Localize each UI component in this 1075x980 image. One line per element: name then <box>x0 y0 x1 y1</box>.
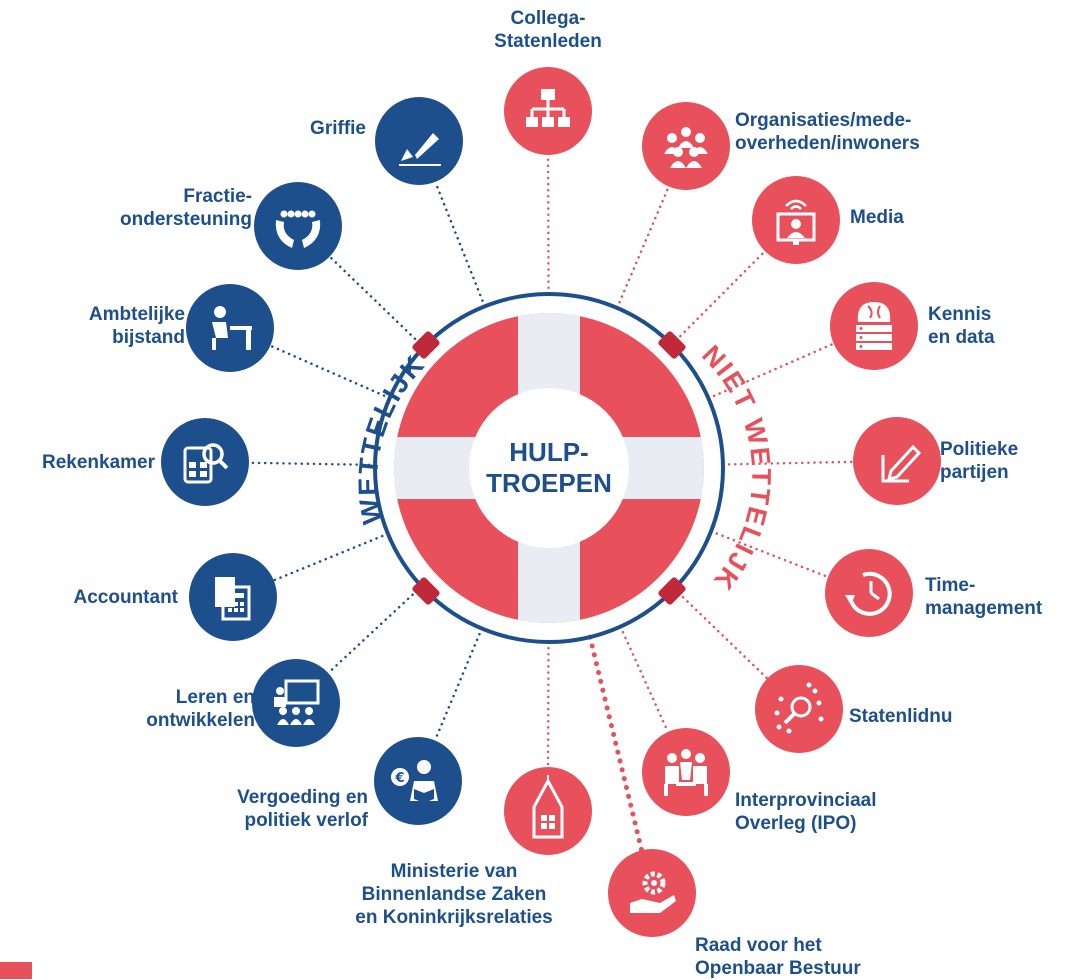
node-label-line: ondersteuning <box>120 208 252 231</box>
node-label-line: Interprovinciaal <box>735 789 877 812</box>
node-label-line: Ambtelijke <box>89 303 185 326</box>
node-label-line: Fractie- <box>120 185 252 208</box>
node-circle-griffie <box>375 97 463 185</box>
node-accountant <box>189 553 277 641</box>
node-label-line: Organisaties/mede- <box>735 109 920 132</box>
node-label-line: Vergoeding en <box>237 786 368 809</box>
node-label-line: partijen <box>940 461 1018 484</box>
node-label-statenlidnu: Statenlidnu <box>849 705 952 728</box>
node-label-time: Time-management <box>925 574 1042 620</box>
node-ipo <box>642 728 730 816</box>
node-label-line: bijstand <box>89 326 185 349</box>
node-rekenkamer <box>161 418 249 506</box>
node-label-line: Statenlidnu <box>849 705 952 728</box>
node-label-line: Accountant <box>74 586 179 609</box>
node-partijen <box>853 417 941 505</box>
node-label-rekenkamer: Rekenkamer <box>42 451 155 474</box>
node-label-line: Kennis <box>928 303 995 326</box>
node-label-fractie: Fractie-ondersteuning <box>120 185 252 231</box>
node-label-line: Time- <box>925 574 1042 597</box>
node-label-line: Leren en <box>146 686 255 709</box>
node-circle-partijen <box>853 417 941 505</box>
node-circle-time <box>825 549 913 637</box>
node-ambtelijk <box>186 284 274 372</box>
svg-text:€: € <box>394 771 404 786</box>
node-label-line: en data <box>928 326 995 349</box>
node-label-line: Collega- <box>398 7 698 30</box>
node-ministerie <box>504 767 592 855</box>
corner-marker <box>0 962 32 979</box>
node-circle-statenlidnu <box>755 665 843 753</box>
node-statenlidnu <box>755 665 843 753</box>
node-label-line: overheden/inwoners <box>735 132 920 155</box>
node-label-line: politiek verlof <box>237 809 368 832</box>
node-label-line: Binnenlandse Zaken <box>264 883 644 906</box>
node-label-line: Overleg (IPO) <box>735 812 877 835</box>
node-label-line: Openbaar Bestuur <box>695 957 861 980</box>
node-label-line: Rekenkamer <box>42 451 155 474</box>
node-leren <box>252 659 340 747</box>
node-griffie <box>375 97 463 185</box>
node-label-line: Griffie <box>310 117 366 140</box>
node-organisaties <box>642 102 730 190</box>
node-media <box>752 176 840 264</box>
node-label-collega: Collega-Statenleden <box>398 7 698 53</box>
node-time <box>825 549 913 637</box>
node-label-line: en Koninkrijksrelaties <box>264 906 644 929</box>
node-label-organisaties: Organisaties/mede-overheden/inwoners <box>735 109 920 155</box>
node-label-line: Politieke <box>940 438 1018 461</box>
node-label-accountant: Accountant <box>74 586 179 609</box>
node-label-line: Media <box>850 206 904 229</box>
node-collega <box>504 67 592 155</box>
node-label-griffie: Griffie <box>310 117 366 140</box>
node-fractie <box>254 182 342 270</box>
node-label-line: management <box>925 597 1042 620</box>
node-kennis <box>830 282 918 370</box>
node-label-line: Raad voor het <box>695 934 861 957</box>
node-vergoeding: € <box>374 737 462 825</box>
node-label-line: Statenleden <box>398 30 698 53</box>
node-label-line: Ministerie van <box>264 860 644 883</box>
node-label-media: Media <box>850 206 904 229</box>
node-circle-fractie <box>254 182 342 270</box>
node-label-line: ontwikkelen <box>146 709 255 732</box>
